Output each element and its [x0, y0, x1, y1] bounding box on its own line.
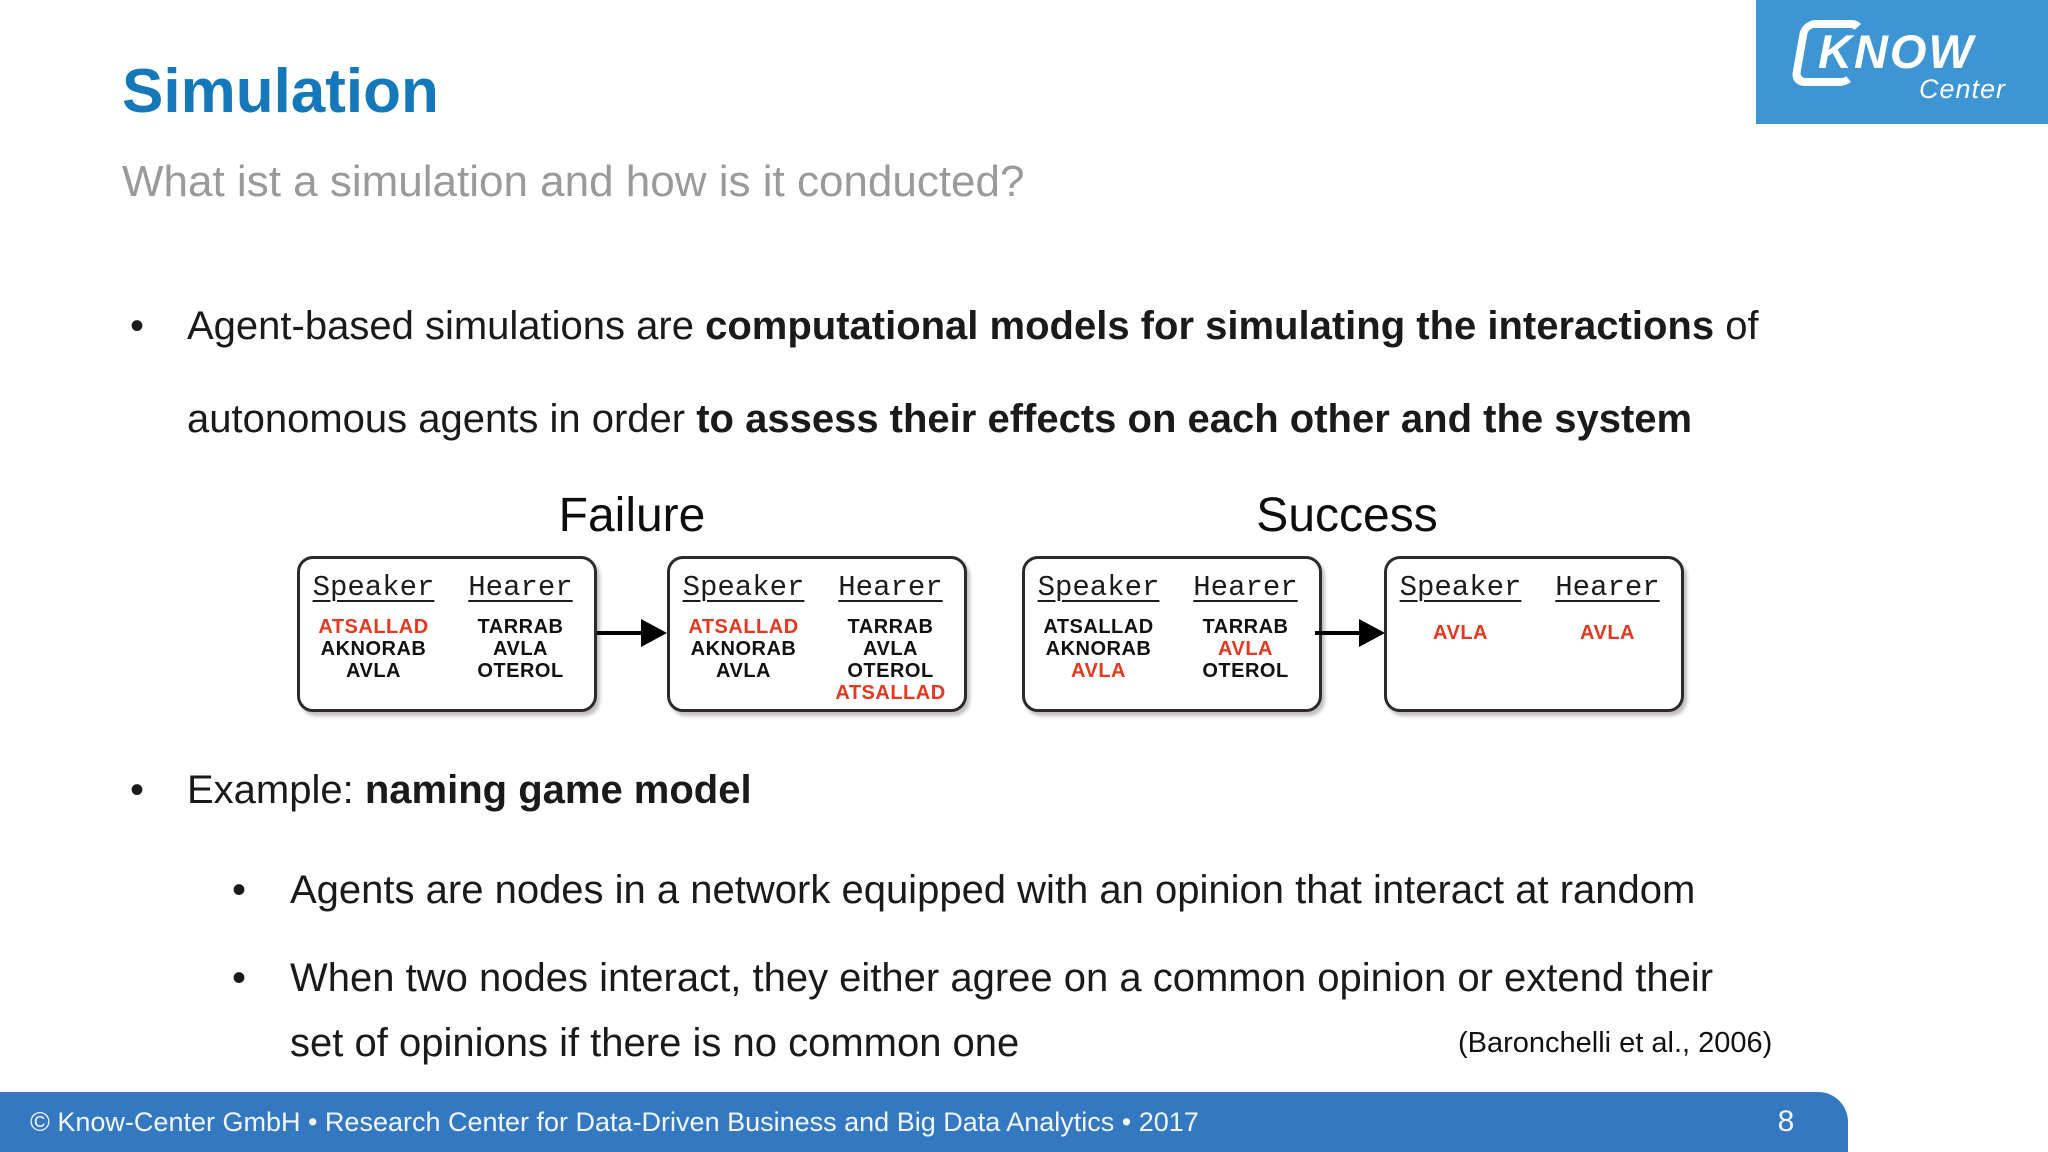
speaker-words: ATSALLAD AKNORAB AVLA: [670, 616, 817, 682]
hearer-column: Hearer TARRAB AVLA OTEROL ATSALLAD: [817, 571, 964, 709]
hearer-header: Hearer: [838, 571, 943, 604]
speaker-header: Speaker: [682, 571, 805, 604]
speaker-column: Speaker AVLA: [1387, 571, 1534, 709]
word: AVLA: [493, 638, 548, 660]
naming-game-box-3: Speaker ATSALLAD AKNORAB AVLA Hearer TAR…: [1022, 556, 1322, 712]
arrow-icon: [1315, 619, 1385, 647]
speaker-column: Speaker ATSALLAD AKNORAB AVLA: [670, 571, 817, 709]
arrow-icon: [597, 619, 667, 647]
text-segment: of autonomous agents in order: [187, 304, 1759, 441]
word: ATSALLAD: [835, 682, 946, 704]
word: TARRAB: [1202, 616, 1289, 638]
sub-bullet-interaction: • When two nodes interact, they either a…: [232, 946, 1740, 1076]
hearer-column: Hearer TARRAB AVLA OTEROL: [1172, 571, 1319, 709]
bullet-dot: •: [130, 768, 145, 812]
diagram-label-failure: Failure: [558, 489, 706, 542]
word: OTEROL: [1202, 660, 1289, 682]
citation-text: (Baronchelli et al., 2006): [1458, 1027, 1773, 1059]
naming-game-box-4: Speaker AVLA Hearer AVLA: [1384, 556, 1684, 712]
word: AKNORAB: [1045, 638, 1152, 660]
sub-bullet-agents-nodes: • Agents are nodes in a network equipped…: [232, 865, 1970, 915]
word: AVLA: [346, 660, 401, 682]
speaker-words: ATSALLAD AKNORAB AVLA: [300, 616, 447, 682]
word: TARRAB: [847, 616, 934, 638]
word: OTEROL: [477, 660, 564, 682]
hearer-words: TARRAB AVLA OTEROL: [1172, 616, 1319, 682]
naming-game-box-2: Speaker ATSALLAD AKNORAB AVLA Hearer TAR…: [667, 556, 967, 712]
text-segment-bold: computational models for simulating the …: [705, 304, 1715, 348]
sub-bullet-interaction-text: When two nodes interact, they either agr…: [290, 956, 1714, 1065]
hearer-words: AVLA: [1534, 622, 1681, 644]
logo-subbrand-text: Center: [1918, 74, 2006, 104]
bullet-dot: •: [130, 304, 145, 348]
text-segment: Example:: [187, 768, 365, 812]
speaker-words: ATSALLAD AKNORAB AVLA: [1025, 616, 1172, 682]
page-subtitle: What ist a simulation and how is it cond…: [122, 157, 1025, 206]
word: TARRAB: [477, 616, 564, 638]
word: AVLA: [1433, 622, 1488, 644]
naming-game-box-1: Speaker ATSALLAD AKNORAB AVLA Hearer TAR…: [297, 556, 597, 712]
bullet-example-text: Example: naming game model: [187, 765, 752, 815]
hearer-header: Hearer: [1555, 571, 1660, 604]
text-segment-bold: naming game model: [364, 768, 752, 812]
hearer-column: Hearer TARRAB AVLA OTEROL: [447, 571, 594, 709]
hearer-header: Hearer: [1193, 571, 1298, 604]
bullet-agent-based: • Agent-based simulations are computatio…: [130, 280, 1807, 466]
word: OTEROL: [847, 660, 934, 682]
speaker-column: Speaker ATSALLAD AKNORAB AVLA: [300, 571, 447, 709]
word: AVLA: [1071, 660, 1126, 682]
bullet-dot: •: [232, 956, 247, 1000]
hearer-words: TARRAB AVLA OTEROL ATSALLAD: [817, 616, 964, 704]
word: AVLA: [1218, 638, 1273, 660]
word: AVLA: [1580, 622, 1635, 644]
speaker-words: AVLA: [1387, 622, 1534, 644]
logo-brand-text: KNOW: [1818, 25, 1975, 78]
speaker-header: Speaker: [312, 571, 435, 604]
bullet-dot: •: [232, 868, 247, 912]
word: ATSALLAD: [688, 616, 799, 638]
word: ATSALLAD: [1043, 616, 1154, 638]
footer-copyright: © Know-Center GmbH • Research Center for…: [30, 1107, 1199, 1137]
text-segment: Agent-based simulations are: [187, 304, 706, 348]
arrow-shaft: [597, 631, 643, 635]
text-segment-bold: to assess their effects on each other an…: [696, 397, 1693, 441]
arrow-head: [1359, 619, 1385, 647]
word: AVLA: [863, 638, 918, 660]
hearer-column: Hearer AVLA: [1534, 571, 1681, 709]
know-center-logo: KNOW Center: [1756, 0, 2048, 124]
arrow-shaft: [1315, 631, 1361, 635]
bullet-example: • Example: naming game model: [130, 765, 752, 815]
word: ATSALLAD: [318, 616, 429, 638]
speaker-column: Speaker ATSALLAD AKNORAB AVLA: [1025, 571, 1172, 709]
page-title: Simulation: [122, 57, 439, 126]
word: AKNORAB: [690, 638, 797, 660]
sub-bullet-agents-nodes-text: Agents are nodes in a network equipped w…: [290, 868, 1696, 912]
word: AKNORAB: [320, 638, 427, 660]
arrow-head: [641, 619, 667, 647]
hearer-words: TARRAB AVLA OTEROL: [447, 616, 594, 682]
speaker-header: Speaker: [1399, 571, 1522, 604]
word: AVLA: [716, 660, 771, 682]
diagram-label-success: Success: [1256, 489, 1438, 542]
hearer-header: Hearer: [468, 571, 573, 604]
bullet-agent-based-text: Agent-based simulations are computationa…: [187, 280, 1807, 466]
speaker-header: Speaker: [1037, 571, 1160, 604]
page-number: 8: [1777, 1105, 1795, 1138]
footer-bar: © Know-Center GmbH • Research Center for…: [0, 1092, 1848, 1152]
